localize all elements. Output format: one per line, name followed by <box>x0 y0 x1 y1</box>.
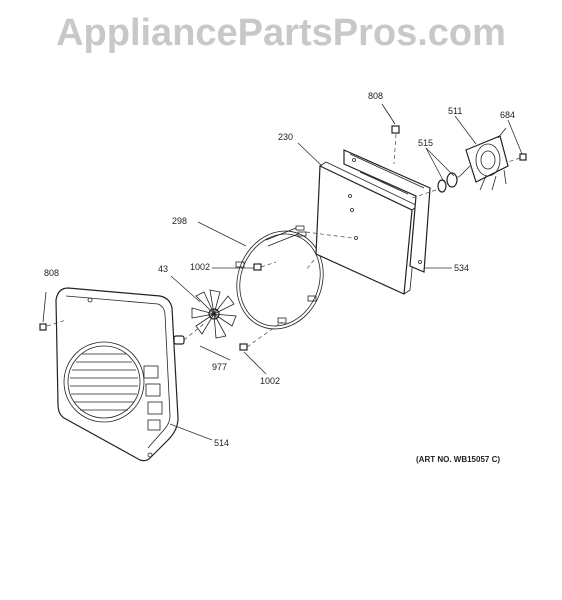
screw-part-808-left[interactable] <box>39 291 47 331</box>
callout-1002-upper: 1002 <box>190 262 210 272</box>
nut-part-977[interactable] <box>173 335 185 345</box>
callout-515: 515 <box>418 138 433 148</box>
screw-part-684[interactable] <box>519 153 527 161</box>
watermark-logo: AppliancePartsPros.com <box>56 12 506 54</box>
callout-230: 230 <box>278 132 293 142</box>
callout-43: 43 <box>158 264 168 274</box>
callout-514: 514 <box>214 438 229 448</box>
art-number: (ART NO. WB15057 C) <box>416 455 500 464</box>
callout-1002-lower: 1002 <box>260 376 280 386</box>
screw-part-1002-lower[interactable] <box>239 343 248 351</box>
screw-part-808-top[interactable] <box>381 103 400 134</box>
callout-298: 298 <box>172 216 187 226</box>
motor-part-511[interactable] <box>459 127 509 191</box>
callout-534: 534 <box>454 263 469 273</box>
callout-684: 684 <box>500 110 515 120</box>
callout-808-top: 808 <box>368 91 383 101</box>
screw-part-1002-upper[interactable] <box>253 263 262 271</box>
bracket-part-534[interactable] <box>343 149 431 273</box>
heating-element-part-298[interactable] <box>222 218 337 342</box>
callout-977: 977 <box>212 362 227 372</box>
callout-808-left: 808 <box>44 268 59 278</box>
fan-blade-part-43[interactable] <box>191 289 237 339</box>
fan-cover-part-514[interactable] <box>55 287 179 462</box>
washer-part-515[interactable] <box>437 172 458 193</box>
callout-511: 511 <box>448 106 462 116</box>
